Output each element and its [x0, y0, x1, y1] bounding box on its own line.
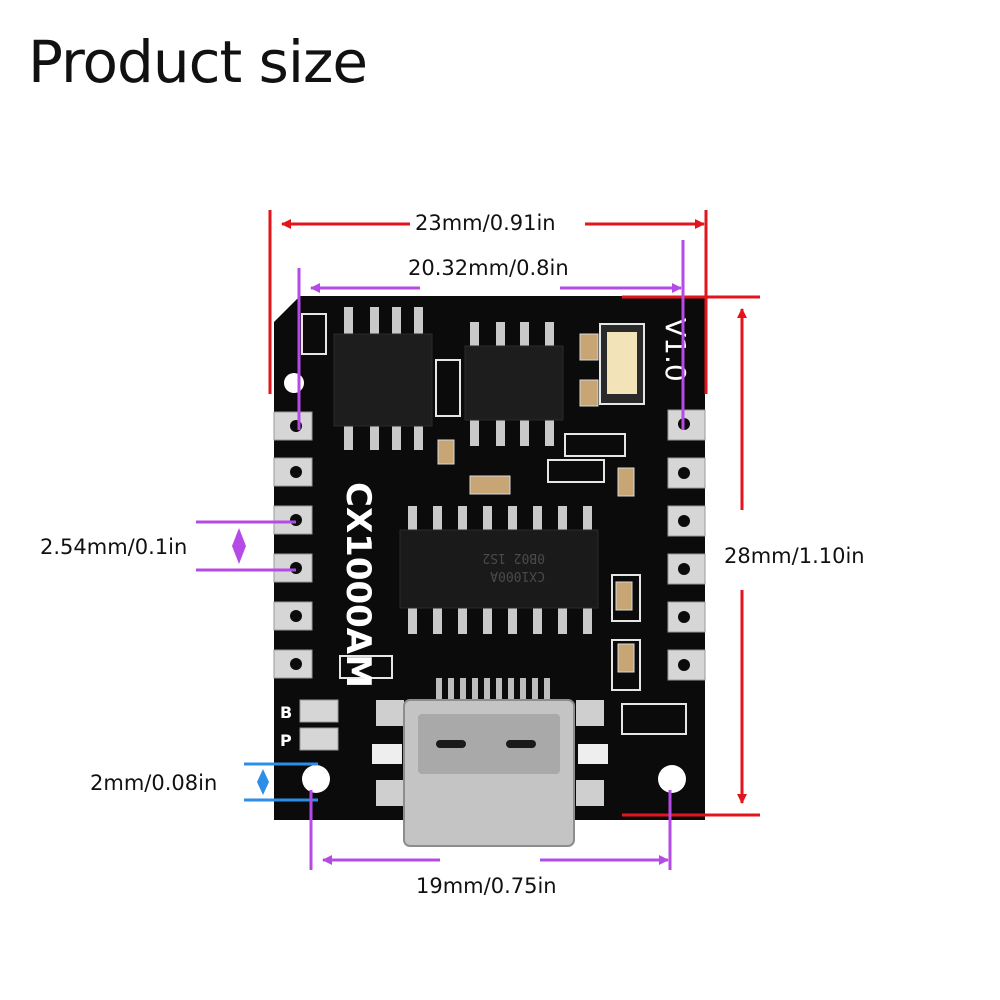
hole-spacing-label: 19mm/0.75in	[416, 874, 557, 898]
usb-c-connector	[372, 678, 608, 847]
pin-pitch-label: 2.54mm/0.1in	[40, 535, 188, 559]
ic-main-marking-line1: CX1000A	[490, 568, 545, 583]
hole-spacing-dimension	[309, 790, 672, 870]
page-title: Product size	[28, 28, 368, 96]
led	[599, 323, 645, 405]
right-pin-pads	[667, 409, 706, 681]
board-height-label: 28mm/1.10in	[724, 544, 865, 568]
board-width-label: 23mm/0.91in	[415, 211, 556, 235]
chip-marking-label: CX1000AM	[338, 482, 378, 688]
hole-diameter-label: 2mm/0.08in	[90, 771, 218, 795]
version-label: V1.0	[659, 318, 692, 382]
right-pin-holes	[678, 418, 690, 671]
height-dimension	[622, 295, 760, 817]
smd-components	[437, 333, 635, 673]
pad-label-p: P	[280, 731, 292, 750]
hole-diameter-dimension	[244, 762, 318, 802]
pin-row-spacing-dimension	[297, 240, 685, 430]
battery-pads	[299, 699, 339, 751]
pad-label-b: B	[280, 703, 292, 722]
ic-top-left	[333, 307, 433, 450]
pin-pitch-dimension	[196, 520, 296, 572]
pin-row-spacing-label: 20.32mm/0.8in	[408, 256, 569, 280]
ic-main: CX1000A 0B02 1S2	[399, 506, 599, 634]
ic-top-middle	[464, 322, 564, 446]
smd-outlines	[301, 313, 687, 735]
ic-main-marking-line2: 0B02 1S2	[482, 550, 545, 565]
left-pin-pads	[273, 411, 313, 679]
width-dimension	[268, 210, 708, 394]
